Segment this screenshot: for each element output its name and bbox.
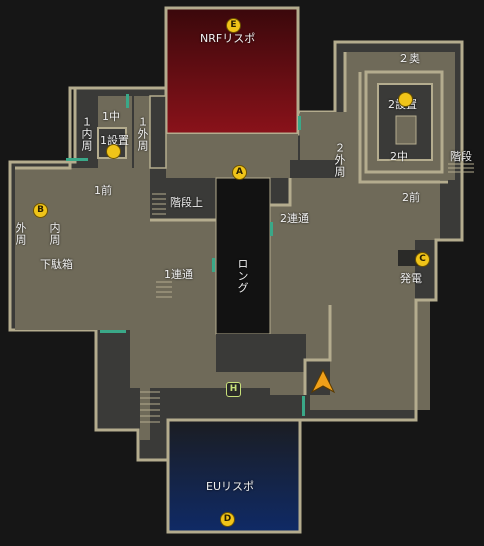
rentsu1-label: 1連通 [164, 268, 193, 281]
gaishu2-label: ２外周 [333, 142, 346, 178]
marker-a-icon: A [232, 165, 247, 180]
floor-1-outer [134, 96, 150, 168]
hatsuden-label: 発電 [400, 272, 422, 285]
marker-e-icon: E [226, 18, 241, 33]
marker-b-icon: B [33, 203, 48, 218]
stairs [140, 163, 474, 423]
floor-generator [310, 300, 430, 410]
oku2-label: ２奥 [398, 52, 420, 65]
kaidan-label: 階段 [450, 150, 472, 163]
hatsuden-block [398, 250, 420, 266]
mae2-label: 2前 [402, 191, 420, 204]
eu-spawn-room [166, 418, 302, 534]
getabako-label: 下駄箱 [40, 258, 73, 271]
player-icon [310, 368, 336, 394]
stairs-eu [140, 391, 160, 423]
naishu1-label: １内周 [80, 116, 93, 152]
gaishu-label: 外周 [14, 222, 27, 246]
rentsu2-label: 2連通 [280, 212, 309, 225]
floor-center-left [70, 220, 270, 440]
stairs-rentsu1 [156, 281, 172, 298]
marker-setchi1-icon [106, 144, 121, 159]
naishu-label: 内周 [48, 222, 61, 246]
long-corridor-void [215, 177, 271, 335]
setchi2-pillar [395, 115, 417, 145]
wall-lines [15, 52, 462, 532]
divider-1 [149, 95, 167, 169]
eu-spawn-label: EUリスポ [206, 480, 255, 493]
dark-center-base [216, 334, 306, 372]
doors [66, 94, 305, 416]
marker-setchi2-icon [398, 92, 413, 107]
mae1-label: 1前 [94, 184, 112, 197]
long-label: ロング [236, 258, 249, 294]
dark-structures [97, 70, 444, 372]
naka2-label: 2中 [390, 150, 408, 163]
stairs-kaidan-right [448, 163, 474, 173]
marker-d-icon: D [220, 512, 235, 527]
marker-c-icon: C [415, 252, 430, 267]
stairs-kaidan-ue [152, 193, 166, 215]
kaidan-ue-label: 階段上 [170, 196, 203, 209]
setchi1-label: 1設置 [100, 134, 129, 147]
gaishu1-label: １外周 [136, 116, 149, 152]
nrf-spawn-label: NRFリスポ [200, 32, 256, 45]
naka1-label: 1中 [102, 110, 120, 123]
marker-h-icon: H [226, 382, 241, 397]
